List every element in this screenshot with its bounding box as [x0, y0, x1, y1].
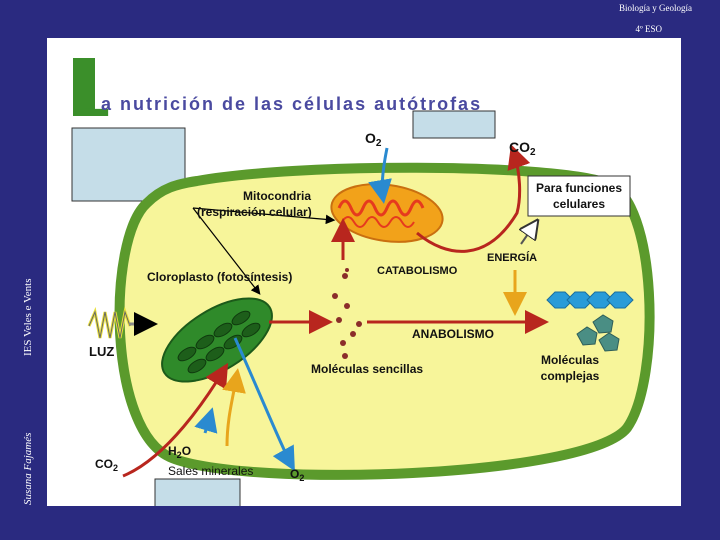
autotrophic-nutrition-diagram: L a nutrición de las células autótrofas [71, 58, 655, 510]
chloroplast [161, 297, 273, 383]
cellular-functions-label-1: Para funciones [536, 181, 622, 195]
light-label: LUZ [89, 344, 114, 359]
subject-label: Biología y Geología [619, 3, 692, 13]
o2-bottom-label: O2 [290, 467, 304, 483]
simple-molecules-dots [332, 268, 362, 359]
light-wave-outline [88, 310, 131, 339]
catabolism-label: CATABOLISMO [377, 265, 458, 277]
mitochondria-label: Mitocondria [243, 189, 311, 203]
pointer-to-chloroplast [192, 207, 261, 295]
answer-box-bottom [154, 478, 241, 510]
complex-molecules-label-1: Moléculas [541, 353, 599, 367]
author-label: Susana Fajamés [22, 432, 34, 505]
complex-molecules-label-2: complejas [541, 369, 600, 383]
slide: L a nutrición de las células autótrofas [47, 38, 681, 510]
title: L a nutrición de las células autótrofas [71, 58, 482, 130]
mineral-salts-label: Sales minerales [168, 464, 253, 478]
complex-molecules [546, 291, 634, 352]
course-label: 4º ESO [635, 24, 662, 34]
cellular-functions-label-2: celulares [553, 197, 605, 211]
title-text: a nutrición de las células autótrofas [101, 94, 482, 114]
h2o-label: H2O [168, 444, 191, 460]
answer-box-top [412, 110, 496, 139]
title-initial-bg [73, 58, 95, 116]
o2-out-arrow [233, 337, 295, 472]
energy-to-functions-arrow [521, 224, 535, 245]
co2-out-arrow [416, 144, 531, 253]
o2-in-arrow [368, 147, 392, 204]
energy-label: ENERGÍA [487, 251, 537, 264]
pointer-to-mitochondria [192, 207, 336, 225]
anabolism-label: ANABOLISMO [412, 327, 494, 341]
cellular-functions-box [527, 175, 631, 217]
co2-top-label: CO2 [509, 139, 536, 158]
co2-in-arrow [122, 362, 229, 478]
h2o-in-arrow [194, 407, 218, 434]
title-initial: L [71, 58, 110, 130]
mitochondria-sublabel: (respiración celular) [197, 205, 312, 219]
co2-bottom-label: CO2 [95, 457, 118, 473]
school-label: IES Veles e Vents [22, 278, 34, 356]
salts-in-arrow [222, 368, 246, 447]
simple-molecules-label: Moléculas sencillas [311, 362, 423, 376]
chloroplast-label: Cloroplasto (fotosíntesis) [147, 270, 292, 284]
o2-top-label: O2 [365, 130, 382, 149]
